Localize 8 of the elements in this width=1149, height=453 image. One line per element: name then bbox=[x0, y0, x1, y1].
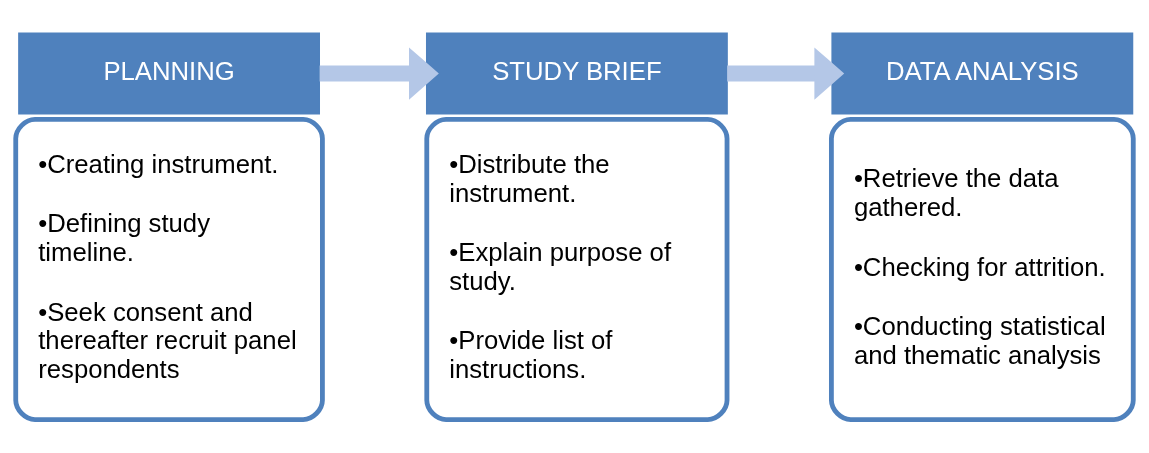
node-box: DATA ANALYSIS bbox=[831, 32, 1134, 115]
arrow bbox=[727, 47, 845, 100]
node-box: •Retrieve the data gathered. •Checking for attrition. •Conducting statistical and thematic analysis bbox=[829, 116, 1136, 422]
node-box: •Distribute the instrument. •Explain purpose of study. •Provide list of instructions. bbox=[424, 116, 730, 422]
node-box: •Creating instrument. •Defining study timeline. •Seek consent and thereafter recruit panel respondents bbox=[13, 116, 325, 422]
node-box: STUDY BRIEF bbox=[425, 32, 728, 115]
arrow bbox=[319, 47, 439, 100]
node-box: PLANNING bbox=[18, 32, 320, 115]
